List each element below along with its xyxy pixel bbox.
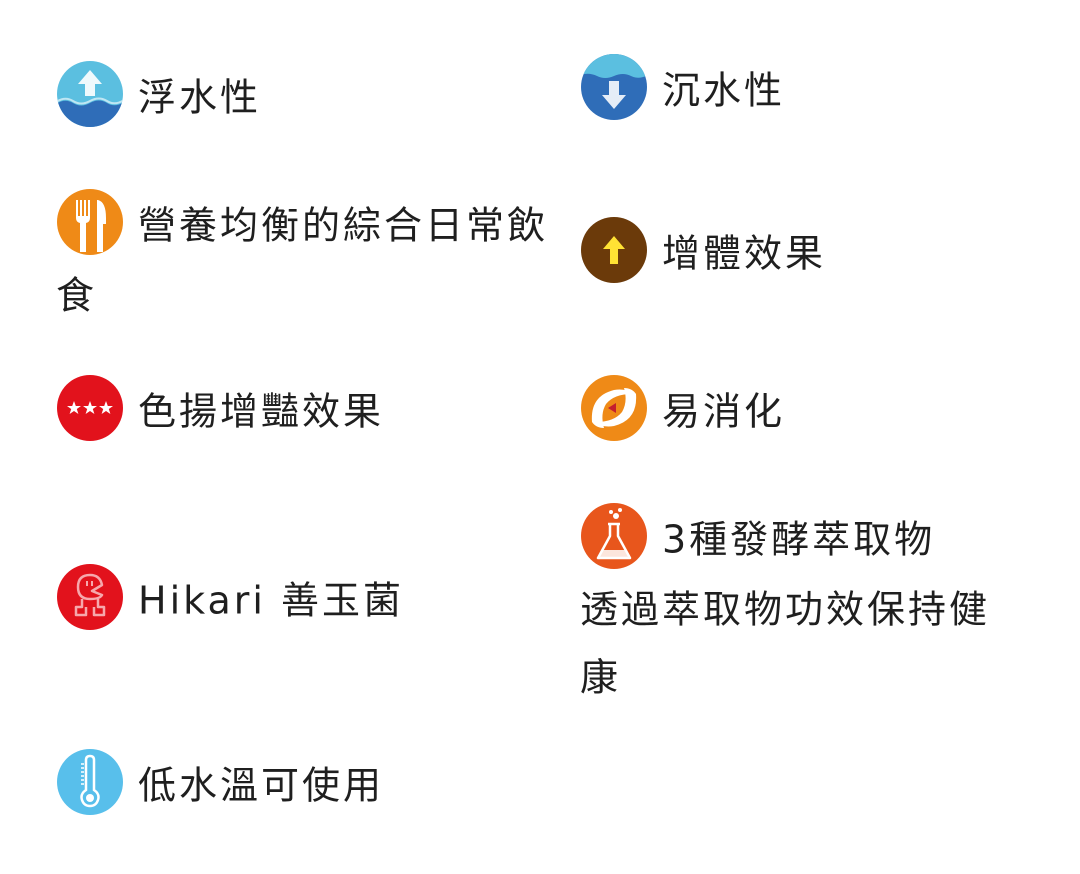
feature-label: 易消化 [662,389,786,434]
thermometer-icon [56,748,124,816]
feature-digest: 易消化 [580,374,1030,446]
feature-label: 低水溫可使用 [138,763,385,808]
feature-label: 浮水性 [138,75,262,120]
feature-sinking: 沉水性 [580,53,1030,125]
digestion-swirl-icon [580,374,648,442]
feature-lowtemp: 低水溫可使用 [56,748,576,820]
feature-growth: 增體效果 [580,216,1030,288]
three-stars-icon [56,374,124,442]
feature-ferment: 3種發酵萃取物 透過萃取物功效保持健康 [580,502,1030,711]
feature-color: 色揚增豔效果 [56,374,576,446]
feature-hikari: Hikari 善玉菌 [56,563,576,635]
feature-label: 增體效果 [662,231,827,276]
feature-label: 3種發酵萃取物 [662,517,936,562]
feature-label: 營養均衡的綜合日常飲食 [56,203,549,318]
feature-floating: 浮水性 [56,60,576,132]
floating-arrow-up-water-icon [56,60,124,128]
hikari-mascot-icon [56,563,124,631]
feature-label: 色揚增豔效果 [138,389,385,434]
flask-icon [580,502,648,570]
arrow-up-icon [580,216,648,284]
feature-label: 沉水性 [662,68,786,113]
feature-sublabel: 透過萃取物功效保持健康 [580,587,991,700]
feature-nutrition: 營養均衡的綜合日常飲食 [56,188,576,328]
feature-label: Hikari 善玉菌 [138,578,405,623]
sinking-arrow-down-water-icon [580,53,648,121]
fork-knife-icon [56,188,124,256]
